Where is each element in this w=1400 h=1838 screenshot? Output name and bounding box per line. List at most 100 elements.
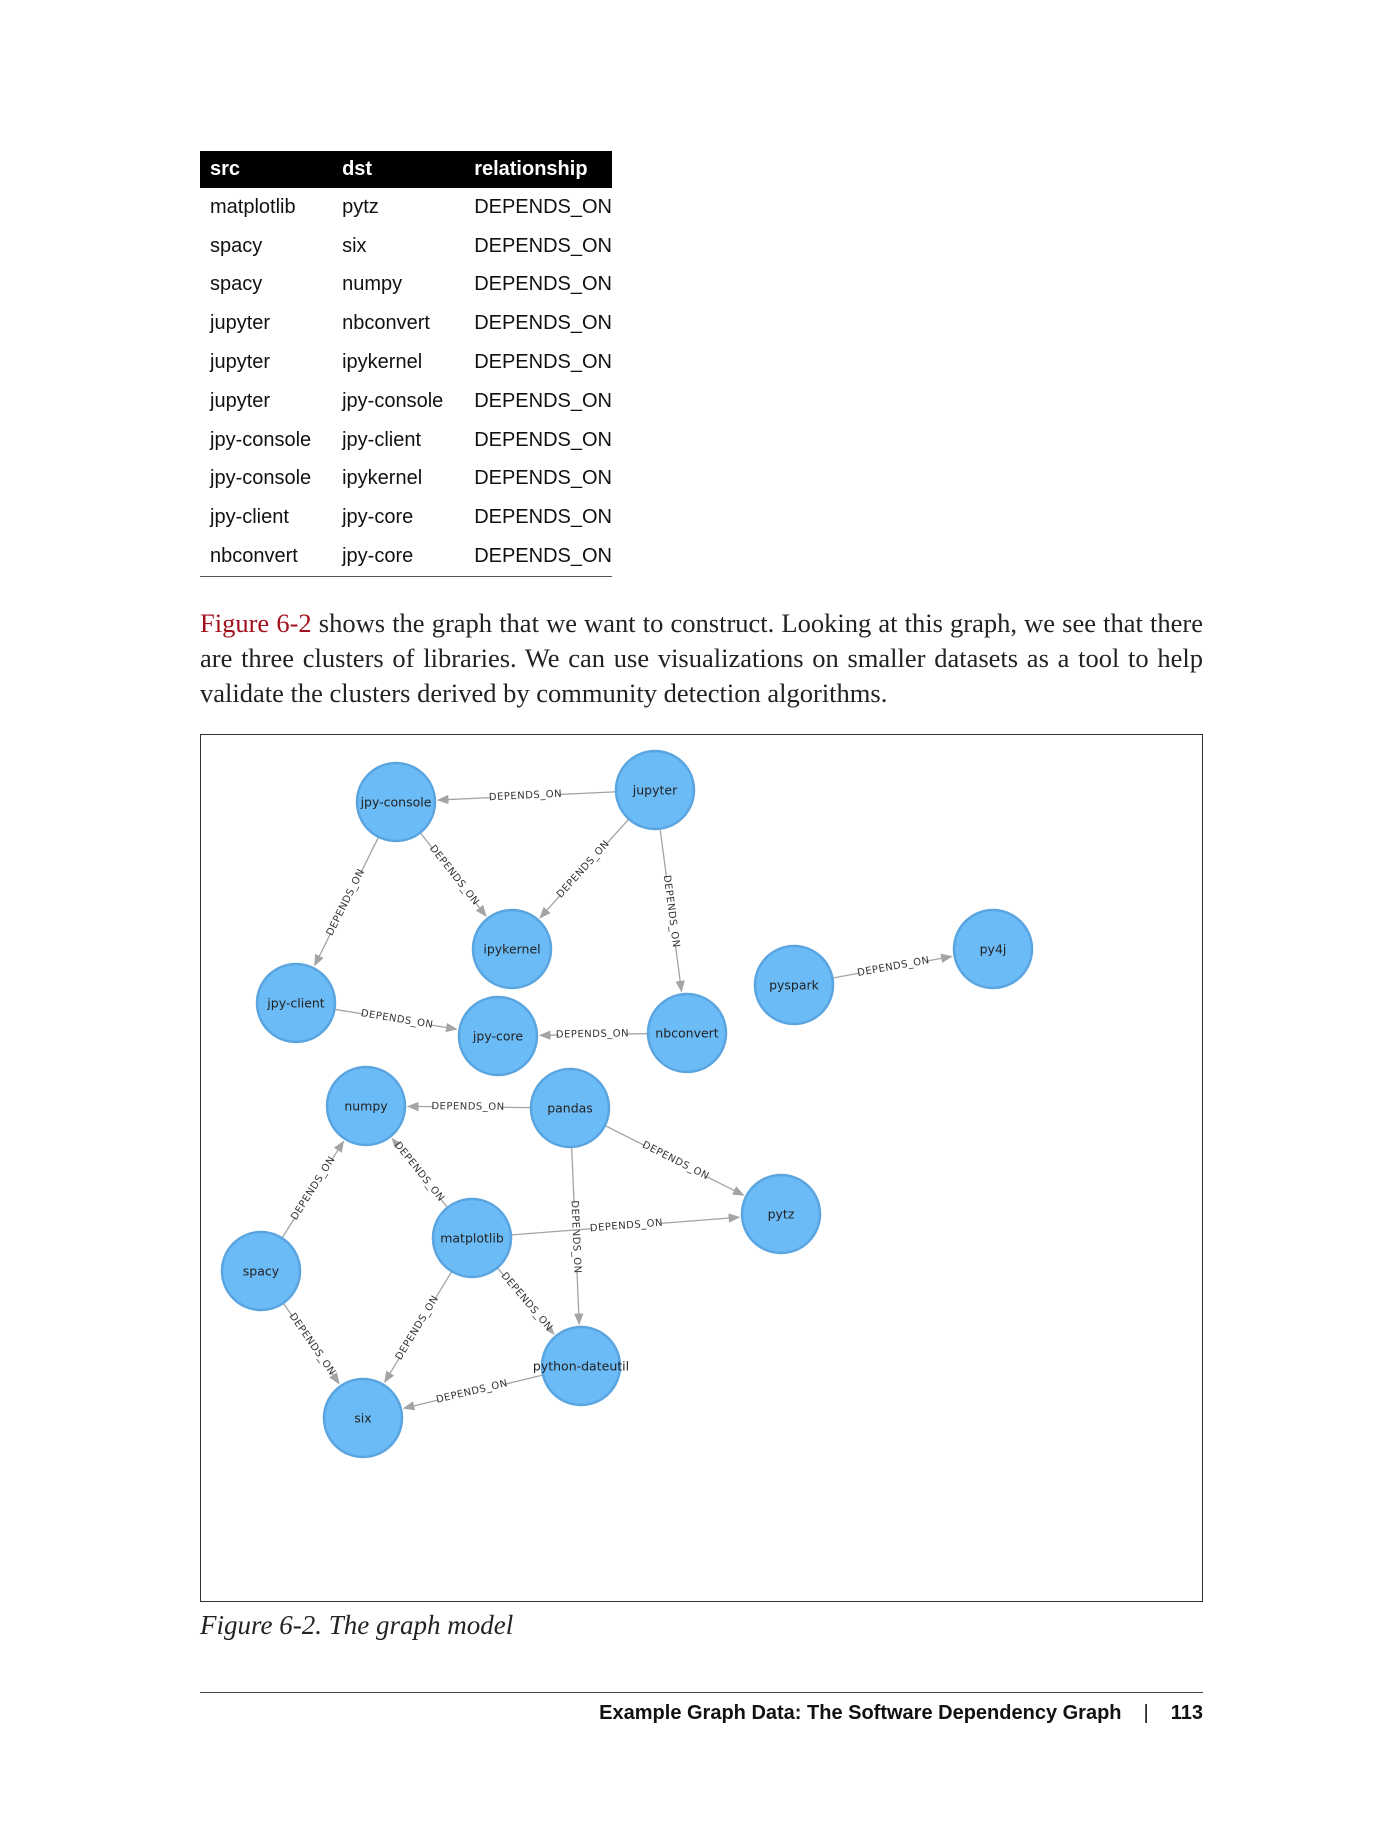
table-cell-src: matplotlib	[210, 195, 296, 218]
table-cell-src: jpy-console	[210, 428, 312, 451]
graph-edge: DEPENDS_ON	[391, 1137, 448, 1208]
nodes-layer: jpy-console jupyter ipykernel jpy-client jpy…	[220, 749, 1034, 1459]
graph-node-python-dateutil: python-dateutil	[533, 1325, 629, 1407]
node-circle	[471, 908, 553, 990]
node-circle	[646, 992, 728, 1074]
graph-node-pyspark: pyspark	[753, 944, 835, 1026]
edge-label-background	[555, 839, 611, 899]
node-circle	[740, 1173, 822, 1255]
graph-node-py4j: py4j	[952, 908, 1034, 990]
table-header-row: src dst relationship	[200, 151, 612, 188]
body-paragraph: Figure 6-2 shows the graph that we want …	[200, 606, 1203, 711]
graph-node-jupyter: jupyter	[614, 749, 696, 831]
edge-label: DEPENDS_ON	[555, 839, 612, 901]
edge-label-background	[642, 1139, 710, 1182]
node-label: ipykernel	[483, 942, 540, 957]
edge-label-background	[558, 1026, 627, 1042]
edge-label: DEPENDS_ON	[427, 843, 481, 907]
edge-label: DEPENDS_ON	[325, 867, 367, 937]
table-cell-relationship: DEPENDS_ON	[474, 389, 612, 412]
graph-edge: DEPENDS_ON	[436, 787, 616, 805]
graph-edge: DEPENDS_ON	[406, 1099, 531, 1114]
table-cell-src: jupyter	[210, 312, 271, 335]
node-label: jupyter	[632, 783, 678, 798]
edge-label-background	[433, 1099, 503, 1114]
table-header-src: src	[200, 151, 333, 188]
node-label: pyspark	[769, 978, 820, 993]
node-label: nbconvert	[655, 1026, 719, 1041]
figure-caption: Figure 6-2. The graph model	[200, 1610, 514, 1640]
edge-label-background	[491, 787, 560, 804]
edge-label: DEPENDS_ON	[392, 1140, 446, 1204]
node-circle	[952, 908, 1034, 990]
footer-separator: |	[1143, 1702, 1149, 1724]
graph-edge: DEPENDS_ON	[511, 1213, 741, 1236]
node-label: python-dateutil	[533, 1359, 629, 1374]
page-number: 113	[1170, 1702, 1203, 1724]
table-cell-dst: numpy	[342, 273, 403, 296]
table-cell-dst: jpy-core	[332, 537, 465, 577]
node-circle	[457, 995, 539, 1077]
table-cell-dst: ipykernel	[342, 467, 423, 490]
node-label: pytz	[768, 1207, 795, 1222]
graph-edge: DEPENDS_ON	[539, 819, 629, 919]
table-header-dst: dst	[332, 151, 465, 188]
graph-edge: DEPENDS_ON	[283, 1303, 340, 1385]
node-circle	[255, 962, 337, 1044]
edge-label-background	[499, 1271, 554, 1332]
node-label: matplotlib	[440, 1231, 504, 1246]
node-label: spacy	[243, 1264, 280, 1279]
edge-label-background	[289, 1156, 337, 1221]
node-label: jpy-console	[360, 795, 432, 810]
table-header-relationship: relationship	[464, 151, 612, 188]
node-circle	[753, 944, 835, 1026]
node-circle	[529, 1067, 611, 1149]
edge-label: DEPENDS_ON	[856, 955, 930, 979]
page-footer: Example Graph Data: The Software Depende…	[599, 1702, 1203, 1725]
graph-node-ipykernel: ipykernel	[471, 908, 553, 990]
table-cell-src: spacy	[210, 273, 263, 296]
node-circle	[614, 749, 696, 831]
graph-node-jpy-client: jpy-client	[255, 962, 337, 1044]
edge-label-background	[324, 868, 367, 936]
edge-label-background	[568, 1202, 584, 1272]
node-label: jpy-core	[472, 1029, 523, 1044]
table-cell-dst: six	[342, 234, 367, 257]
edge-label-background	[858, 954, 929, 979]
dependency-graph: DEPENDS_ONDEPENDS_ONDEPENDS_ONDEPENDS_ON…	[220, 749, 1034, 1459]
edge-label: DEPENDS_ON	[568, 1200, 582, 1274]
graph-edge: DEPENDS_ON	[402, 1374, 543, 1411]
graph-edge: DEPENDS_ON	[568, 1147, 584, 1326]
edge-label: DEPENDS_ON	[499, 1271, 555, 1334]
graph-edge: DEPENDS_ON	[384, 1271, 452, 1384]
edge-label-background	[592, 1216, 661, 1235]
node-label: py4j	[980, 942, 1007, 957]
graph-edge: DEPENDS_ON	[833, 953, 953, 979]
table-cell-dst: nbconvert	[342, 312, 430, 335]
footer-title: Example Graph Data: The Software Depende…	[599, 1702, 1122, 1724]
graph-edge: DEPENDS_ON	[335, 1007, 458, 1033]
figure-reference-link[interactable]: Figure 6-2	[200, 608, 312, 638]
edge-label: DEPENDS_ON	[640, 1140, 710, 1183]
edge-label-background	[362, 1007, 432, 1031]
table-cell-relationship: DEPENDS_ON	[464, 537, 612, 577]
graph-edge: DEPENDS_ON	[659, 829, 685, 993]
table-cell-relationship: DEPENDS_ON	[474, 351, 612, 374]
node-circle	[431, 1197, 513, 1279]
node-label: pandas	[547, 1101, 593, 1116]
node-label: jpy-client	[266, 996, 325, 1011]
table-cell-dst: jpy-console	[342, 389, 444, 412]
table-cell-src: nbconvert	[200, 537, 333, 577]
table-cell-dst: jpy-client	[342, 428, 422, 451]
node-label: six	[354, 1411, 371, 1426]
edge-label: DEPENDS_ON	[661, 874, 681, 948]
footer-divider	[200, 1692, 1203, 1693]
graph-node-pytz: pytz	[740, 1173, 822, 1255]
table-cell-src: jupyter	[210, 389, 271, 412]
